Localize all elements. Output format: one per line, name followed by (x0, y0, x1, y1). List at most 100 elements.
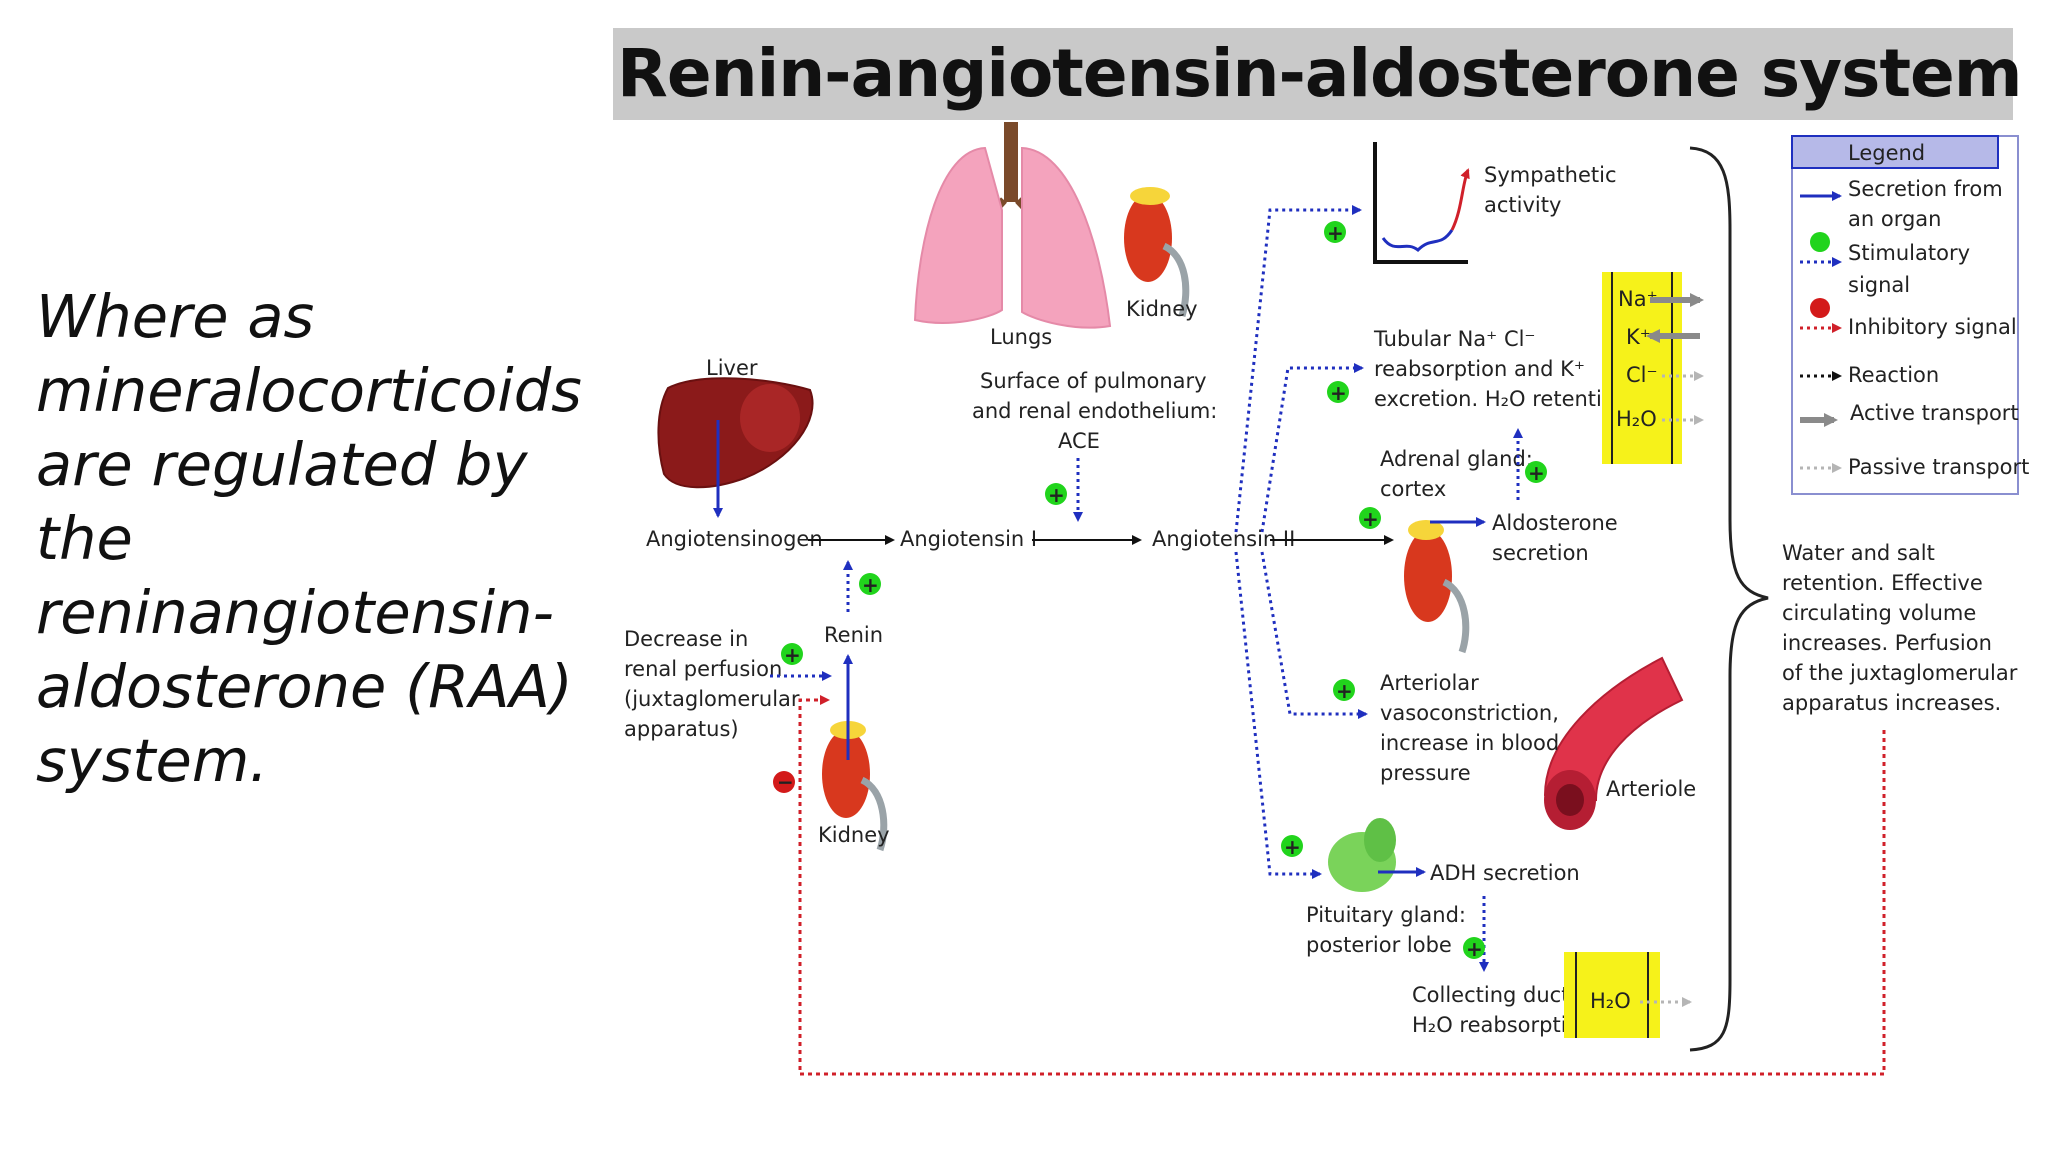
title-bar (613, 28, 2013, 120)
lungs-label: Lungs (990, 325, 1052, 349)
arteriole-illustration (1543, 656, 1684, 830)
arteriole-label: Arteriole (1606, 777, 1696, 801)
svg-text:+: + (1327, 221, 1344, 245)
legend-item: Stimulatory (1848, 241, 1970, 265)
water-salt-line: of the juxtaglomerular (1782, 661, 2018, 685)
legend-item: Inhibitory signal (1848, 315, 2017, 339)
arteriolar-line: increase in blood (1380, 731, 1559, 755)
pituitary-line: Pituitary gland: (1306, 903, 1466, 927)
body-line: system. (36, 726, 269, 795)
body-line: reninangiotensin- (36, 578, 554, 647)
legend-item: Active transport (1850, 401, 2019, 425)
svg-text:−: − (777, 770, 794, 794)
decrease-line: (juxtaglomerular (624, 687, 800, 711)
arteriolar-line: vasoconstriction, (1380, 701, 1559, 725)
plus-badge: + (1333, 679, 1355, 703)
kidney-top-label: Kidney (1126, 297, 1198, 321)
svg-text:+: + (784, 643, 801, 667)
water-salt-line: apparatus increases. (1782, 691, 2001, 715)
svg-text:+: + (1330, 381, 1347, 405)
decrease-line: renal perfusion (624, 657, 782, 681)
slide-body-text: Where as mineralocorticoids are regulate… (36, 280, 596, 798)
adh-label: ADH secretion (1430, 861, 1580, 885)
water-box-label: H₂O (1590, 989, 1631, 1013)
legend-title: Legend (1848, 141, 1925, 165)
collecting-line: H₂O reabsorption (1412, 1013, 1593, 1037)
renin-label: Renin (824, 623, 883, 647)
adrenal-line: Adrenal gland: (1380, 447, 1533, 471)
plus-badge: + (1281, 835, 1303, 859)
aldosterone-line: secretion (1492, 541, 1589, 565)
diagram-title: Renin-angiotensin-aldosterone system (617, 35, 2023, 112)
liver-label: Liver (706, 356, 758, 380)
pituitary-illustration (1328, 818, 1396, 892)
sympathetic-line: activity (1484, 193, 1561, 217)
water-salt-line: retention. Effective (1782, 571, 1983, 595)
water-salt-line: increases. Perfusion (1782, 631, 1992, 655)
legend-item: Passive transport (1848, 455, 2029, 479)
tubular-line: excretion. H₂O retention (1374, 387, 1628, 411)
body-line: the (36, 504, 133, 573)
legend-stimulatory-swatch (1800, 232, 1842, 267)
plus-badge: + (781, 643, 803, 667)
stimulatory-arrow (1234, 205, 1362, 533)
svg-text:+: + (862, 573, 879, 597)
minus-badge: − (773, 770, 795, 794)
legend-inhibitory-swatch (1800, 298, 1842, 333)
ion-transport-box (1602, 272, 1682, 464)
legend-item: an organ (1848, 207, 1941, 231)
ace-line: and renal endothelium: (972, 399, 1217, 423)
svg-text:+: + (1362, 507, 1379, 531)
lungs-illustration (913, 122, 1112, 329)
legend-item: Secretion from (1848, 177, 2003, 201)
pituitary-line: posterior lobe (1306, 933, 1452, 957)
angiotensinogen-label: Angiotensinogen (646, 527, 823, 551)
kidney-bottom-label: Kidney (818, 823, 890, 847)
collecting-line: Collecting duct: (1412, 983, 1577, 1007)
svg-text:+: + (1048, 483, 1065, 507)
tubular-line: reabsorption and K⁺ (1374, 357, 1585, 381)
plus-badge: + (1463, 937, 1485, 961)
ace-line: ACE (1058, 429, 1100, 453)
svg-text:+: + (1336, 679, 1353, 703)
plus-badge: + (1359, 507, 1381, 531)
body-line: aldosterone (RAA) (36, 652, 573, 721)
ace-line: Surface of pulmonary (980, 369, 1207, 393)
svg-text:+: + (1466, 937, 1483, 961)
body-line: mineralocorticoids (36, 356, 582, 425)
plus-badge: + (1327, 381, 1349, 405)
ion-k: K⁺ (1626, 325, 1651, 349)
sympathetic-chart-icon (1373, 142, 1470, 264)
legend-item: signal (1848, 273, 1910, 297)
sympathetic-line: Sympathetic (1484, 163, 1617, 187)
water-salt-line: circulating volume (1782, 601, 1976, 625)
angiotensin-i-label: Angiotensin I (900, 527, 1037, 551)
stimulatory-arrow (1234, 551, 1322, 879)
plus-badge: + (1525, 461, 1547, 485)
ion-cl: Cl⁻ (1626, 363, 1658, 387)
plus-badge: + (1324, 221, 1346, 245)
aldosterone-line: Aldosterone (1492, 511, 1618, 535)
liver-illustration (657, 377, 814, 489)
ion-h2o: H₂O (1616, 407, 1657, 431)
water-salt-line: Water and salt (1782, 541, 1935, 565)
body-line: are regulated by (36, 430, 528, 499)
body-line: Where as (36, 282, 315, 351)
plus-badge: + (1045, 483, 1067, 507)
plus-badge: + (859, 573, 881, 597)
summary-brace (1689, 146, 1769, 1052)
svg-text:+: + (1528, 461, 1545, 485)
decrease-line: apparatus) (624, 717, 739, 741)
tubular-line: Tubular Na⁺ Cl⁻ (1373, 327, 1536, 351)
kidney-top-illustration (1124, 187, 1190, 318)
inhibitory-feedback-path (798, 695, 1886, 1076)
arteriolar-line: pressure (1380, 761, 1471, 785)
svg-text:+: + (1284, 835, 1301, 859)
arteriolar-line: Arteriolar (1380, 671, 1479, 695)
water-transport-box (1564, 952, 1660, 1038)
adrenal-kidney-illustration (1404, 520, 1470, 654)
legend-item: Reaction (1848, 363, 1939, 387)
decrease-line: Decrease in (624, 627, 748, 651)
adrenal-line: cortex (1380, 477, 1446, 501)
